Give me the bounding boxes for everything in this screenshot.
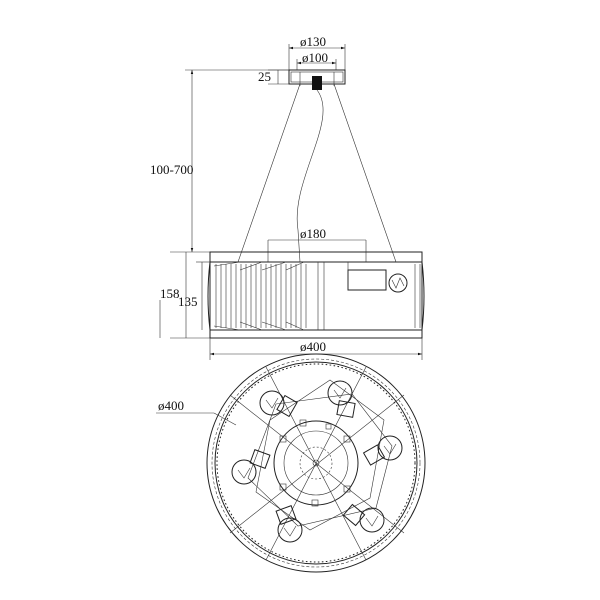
canopy-cable-gland <box>312 76 322 90</box>
bulb-socket <box>347 269 387 291</box>
body-diameter-label: ø400 <box>300 339 326 354</box>
bulb-3 <box>362 435 403 466</box>
bulb-2 <box>327 380 356 418</box>
canopy-inner-label: ø100 <box>302 50 328 65</box>
suspension-length-label: 100-700 <box>150 162 193 177</box>
ring-clips <box>279 419 351 507</box>
outer-ring <box>206 353 426 573</box>
bulb-1 <box>259 390 298 418</box>
inner-ring-label: ø180 <box>300 226 326 241</box>
inner-ring <box>273 420 359 506</box>
crystal-prisms <box>213 261 421 331</box>
plan-diameter-label: ø400 <box>158 398 184 413</box>
bulb <box>388 273 408 293</box>
total-height-label: 158 <box>160 286 180 301</box>
bulb-4 <box>342 503 385 533</box>
bulb-5 <box>275 505 303 543</box>
plan-view: ø400 <box>156 353 426 573</box>
side-elevation: ø130 ø100 25 100-700 ø180 158 <box>150 34 425 360</box>
lamp-body <box>207 251 425 339</box>
canopy-outer-label: ø130 <box>300 34 326 49</box>
suspension-cables <box>237 83 397 263</box>
bulb-group <box>231 380 403 543</box>
canopy-height-label: 25 <box>258 69 271 84</box>
bulb-6 <box>231 449 271 485</box>
body-height-label: 135 <box>178 294 198 309</box>
frame-arms <box>229 366 405 561</box>
canopy-dimension-lines <box>288 44 346 70</box>
